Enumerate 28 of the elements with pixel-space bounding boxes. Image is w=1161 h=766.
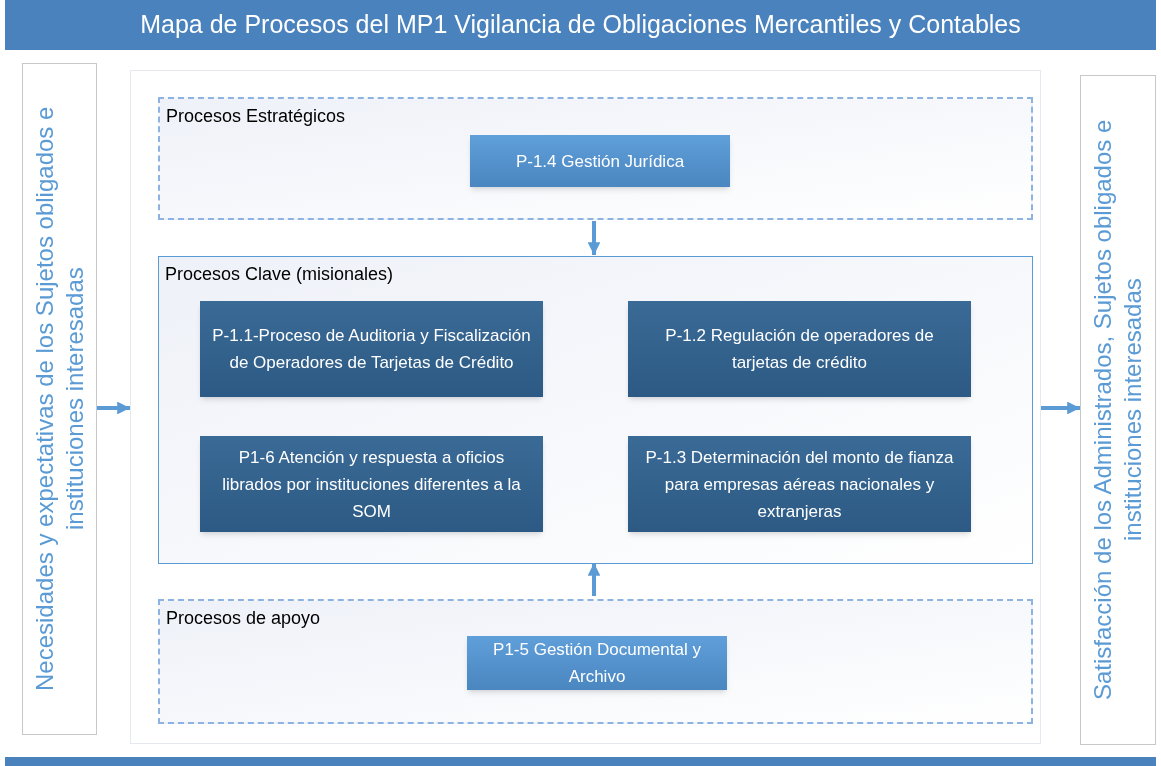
process-group-frame — [158, 97, 1033, 220]
process-box — [200, 301, 543, 397]
arrow — [587, 221, 601, 255]
vertical-label: Necesidades y expectativas de los Sujetos obligados e instituciones interesadas — [29, 105, 89, 694]
side-text-panel — [22, 63, 97, 735]
process-label: P-1.1-Proceso de Auditoria y Fiscalización de Operadores de Tarjetas de Crédito — [211, 325, 532, 374]
process-box — [628, 301, 971, 397]
process-box — [200, 436, 543, 532]
group-heading: Procesos Clave (misionales) — [165, 263, 394, 286]
side-text-panel — [1080, 75, 1156, 745]
process-label: P-1.3 Determinación del monto de fianza para empresas aéreas nacionales y extranjeras — [644, 446, 955, 523]
process-label: P1-6 Atención y respuesta a oficios librados por instituciones diferentes a la SOM — [221, 446, 522, 523]
process-group-frame — [158, 256, 1033, 564]
arrow — [587, 563, 601, 596]
process-group-frame — [158, 599, 1033, 724]
arrow — [97, 401, 130, 415]
process-box — [467, 636, 727, 690]
vertical-label: Satisfacción de los Administrados, Sujetos obligados e instituciones interesadas — [1088, 118, 1147, 703]
process-label: P1-5 Gestión Documental y Archivo — [492, 639, 702, 688]
process-box — [628, 436, 971, 532]
group-heading: Procesos de apoyo — [166, 607, 321, 630]
process-label: P-1.2 Regulación de operadores de tarjetas de crédito — [664, 325, 935, 374]
process-map-panel — [130, 70, 1041, 744]
group-heading: Procesos Estratégicos — [166, 105, 346, 128]
arrow — [1041, 401, 1080, 415]
process-box — [470, 135, 730, 187]
process-label: P-1.4 Gestión Jurídica — [515, 150, 685, 173]
title-bar: Mapa de Procesos del MP1 Vigilancia de Obligaciones Mercantiles y Contables — [5, 0, 1156, 50]
